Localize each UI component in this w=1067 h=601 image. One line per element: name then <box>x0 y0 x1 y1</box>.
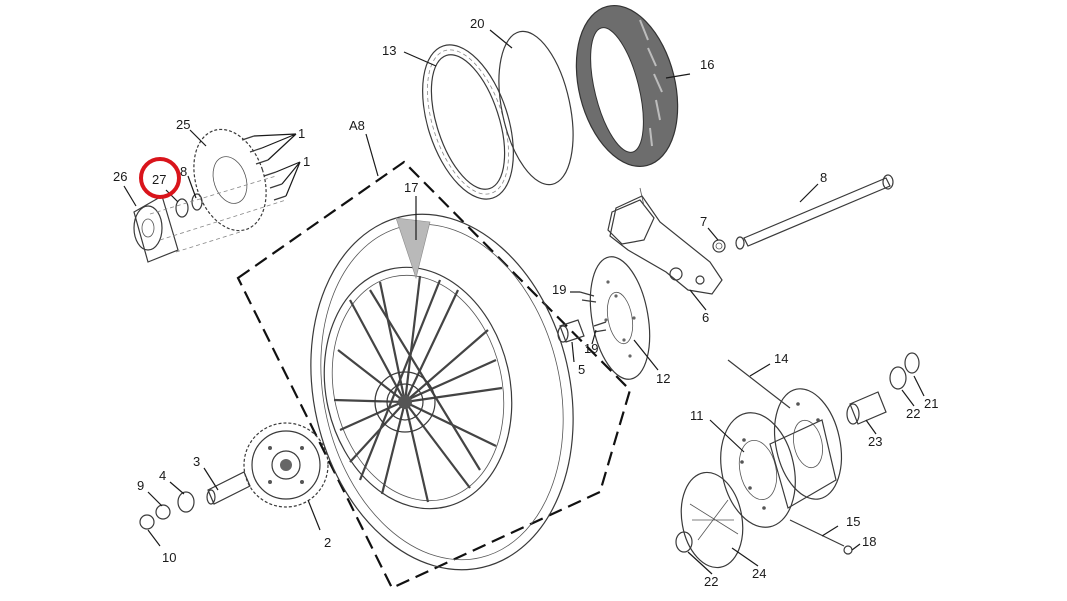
part-label-15: 15 <box>846 514 860 529</box>
disc-bolts-upper <box>579 291 597 303</box>
highlight-circle <box>139 157 181 199</box>
leader-lines <box>123 29 925 575</box>
part-label-9: 9 <box>137 478 144 493</box>
part-label-17: 17 <box>404 180 418 195</box>
part-label-1a: 1 <box>298 126 305 141</box>
alignment-lines <box>149 175 287 253</box>
part-label-4: 4 <box>159 468 166 483</box>
hub-carrier-26 <box>133 195 179 263</box>
hub-rod-15 <box>789 519 845 547</box>
part-labels: 1 1 2 3 4 5 6 7 8 8 9 10 11 12 13 14 15 … <box>113 16 938 589</box>
part-label-12: 12 <box>656 371 670 386</box>
part-label-1b: 1 <box>303 154 310 169</box>
part-label-20: 20 <box>470 16 484 31</box>
rear-hub <box>720 388 842 528</box>
studs-1 <box>241 135 287 201</box>
assembly-leader-a8 <box>365 133 379 177</box>
bushing-3 <box>206 471 251 505</box>
part-label-25: 25 <box>176 117 190 132</box>
bolt-18 <box>843 545 853 555</box>
tyre <box>575 4 679 168</box>
part-label-8-small: 8 <box>180 164 187 179</box>
part-label-3: 3 <box>193 454 200 469</box>
part-label-19a: 19 <box>552 282 566 297</box>
axle-nut <box>712 239 726 253</box>
sprocket-carrier-25 <box>193 128 267 232</box>
assembly-boundary <box>236 160 632 590</box>
caliper-bracket <box>607 187 723 295</box>
spacer-8-small <box>191 193 203 211</box>
part-label-22-upper: 22 <box>906 406 920 421</box>
bearing-22-lower <box>675 531 693 553</box>
nut-10 <box>139 514 155 530</box>
part-label-18: 18 <box>862 534 876 549</box>
part-label-16: 16 <box>700 57 714 72</box>
part-label-10: 10 <box>162 550 176 565</box>
cush-drive-24 <box>680 471 744 569</box>
part-label-24: 24 <box>752 566 766 581</box>
part-label-19b: 19 <box>584 341 598 356</box>
part-label-14: 14 <box>774 351 788 366</box>
part-label-7: 7 <box>700 214 707 229</box>
spacer-4 <box>177 491 195 513</box>
part-label-22-lower: 22 <box>704 574 718 589</box>
part-label-13: 13 <box>382 43 396 58</box>
spacer-5 <box>557 319 585 343</box>
axle-nut-inner <box>715 242 723 250</box>
seal-21 <box>904 352 920 374</box>
rim-band <box>498 30 574 186</box>
part-label-11: 11 <box>690 408 704 423</box>
part-label-6: 6 <box>702 310 709 325</box>
bearing-27 <box>175 198 189 218</box>
part-label-8: 8 <box>820 170 827 185</box>
rear-sprocket <box>243 422 329 508</box>
rear-wheel-assembly <box>310 213 574 571</box>
rim <box>422 44 514 200</box>
part-label-26: 26 <box>113 169 127 184</box>
washer-9 <box>155 504 171 520</box>
part-label-27: 27 <box>152 172 166 187</box>
axle <box>735 174 894 250</box>
part-label-23: 23 <box>868 434 882 449</box>
hub-spindle-14 <box>727 359 791 409</box>
brake-disc <box>589 256 651 380</box>
part-label-5: 5 <box>578 362 585 377</box>
bearing-22-upper <box>889 366 907 390</box>
part-label-21: 21 <box>924 396 938 411</box>
part-label-2: 2 <box>324 535 331 550</box>
assembly-label-a8: A8 <box>349 118 365 133</box>
spacer-23 <box>846 391 887 425</box>
